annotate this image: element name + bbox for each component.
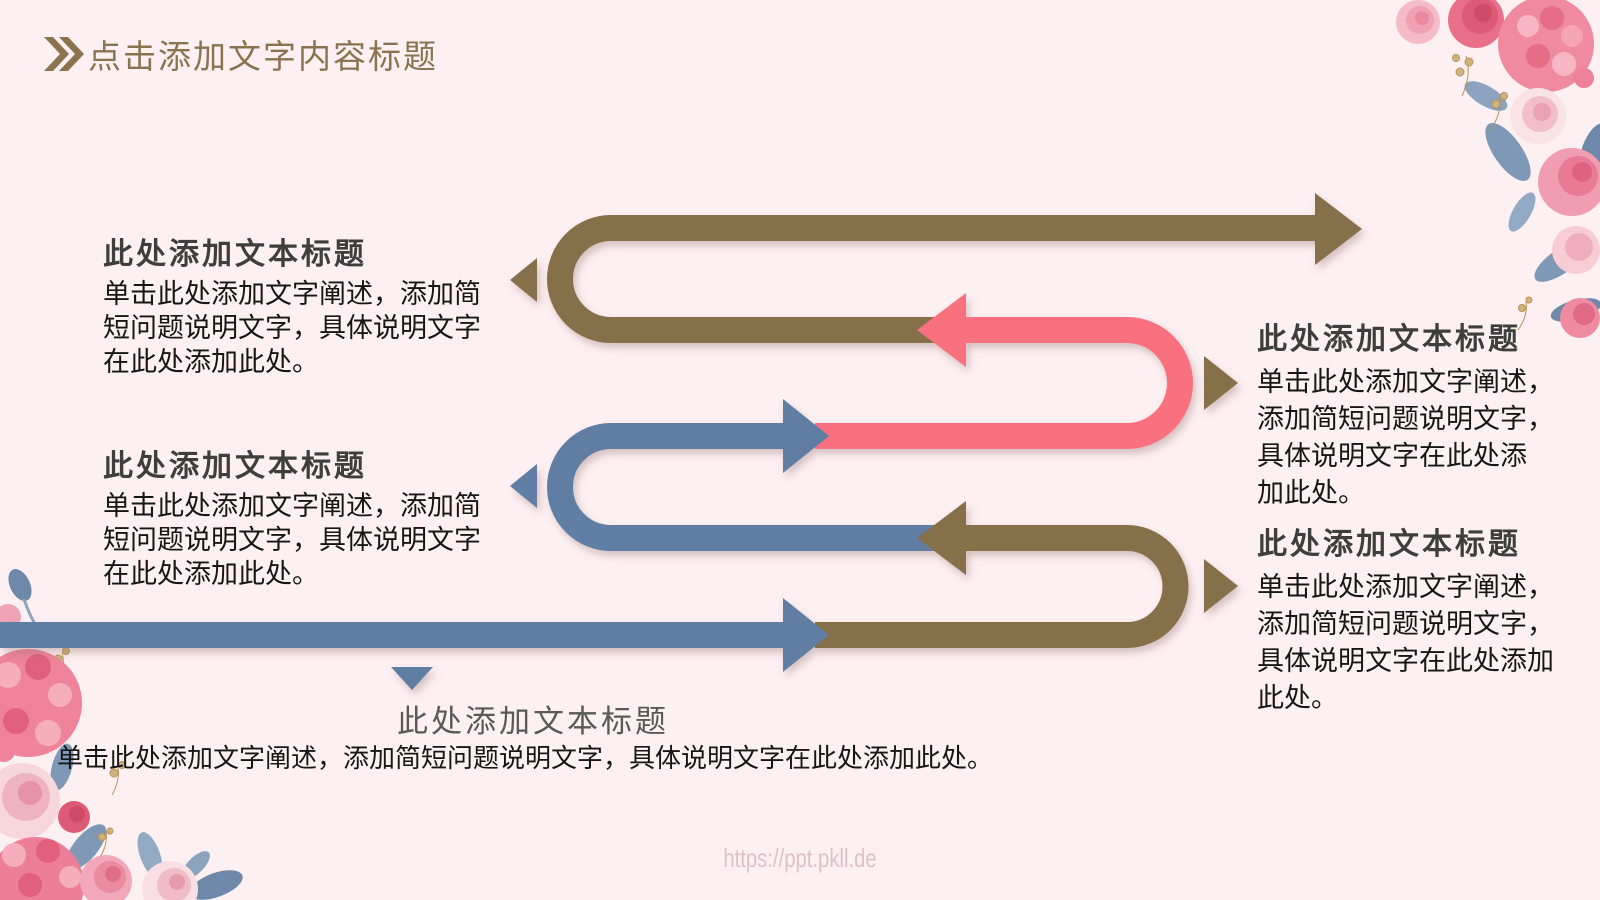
arrow-blue-u <box>547 423 967 551</box>
floral-blossoms <box>1396 0 1600 338</box>
text-block-left-1: 此处添加文本标题 单击此处添加文字阐述，添加简 短问题说明文字，具体说明文字 在… <box>103 229 481 379</box>
body-line: 具体说明文字在此处添加 <box>1257 646 1554 676</box>
floral-decoration-top-right <box>1396 0 1600 338</box>
text-block-right-2: 此处添加文本标题 单击此处添加文字阐述， 添加简短问题说明文字， 具体说明文字在… <box>1257 519 1554 717</box>
body-line: 单击此处添加文字阐述，添加简 <box>103 279 481 309</box>
pointer-olive-left-text1 <box>510 258 537 302</box>
body-line: 添加简短问题说明文字， <box>1257 609 1554 639</box>
body-line: 单击此处添加文字阐述，添加简 <box>103 491 481 521</box>
block-body: 单击此处添加文字阐述， 添加简短问题说明文字， 具体说明文字在此处添加 此处。 <box>1257 569 1554 717</box>
floral-blossoms <box>0 604 198 900</box>
text-block-right-1: 此处添加文本标题 单击此处添加文字阐述， 添加简短问题说明文字， 具体说明文字在… <box>1257 314 1554 512</box>
slide-title: 点击添加文字内容标题 <box>88 38 438 75</box>
arrowhead-pink-left <box>917 293 966 367</box>
block-heading: 此处添加文本标题 <box>103 450 367 483</box>
pointer-blue-down-bottom-text <box>391 667 433 690</box>
text-block-bottom-heading: 此处添加文本标题 <box>397 704 669 739</box>
text-block-bottom-body: 单击此处添加文字阐述，添加简短问题说明文字，具体说明文字在此处添加此处。 <box>57 743 994 773</box>
pointer-blue-left-text2 <box>510 464 537 508</box>
block-body: 单击此处添加文字阐述，添加简 短问题说明文字，具体说明文字 在此处添加此处。 <box>103 489 481 591</box>
body-line: 添加简短问题说明文字， <box>1257 404 1554 434</box>
body-line: 短问题说明文字，具体说明文字 <box>103 313 481 343</box>
double-chevron-icon <box>44 37 84 71</box>
watermark-url: https://ppt.pkll.de <box>723 843 877 873</box>
block-heading: 此处添加文本标题 <box>1257 528 1521 561</box>
body-line: 单击此处添加文字阐述， <box>1257 572 1554 602</box>
body-line: 此处。 <box>1257 683 1338 713</box>
body-line: 加此处。 <box>1257 478 1365 508</box>
block-heading: 此处添加文本标题 <box>103 238 367 271</box>
body-line: 在此处添加此处。 <box>103 559 319 589</box>
arrow-olive-top-u <box>547 215 1318 343</box>
arrow-pink-u <box>815 317 1193 449</box>
arrowhead-blue-right-mid <box>783 399 829 473</box>
pointer-olive-right-text2 <box>1204 559 1238 613</box>
slide-title-row: 点击添加文字内容标题 <box>44 30 438 78</box>
arrowhead-olive-left-mid <box>917 501 966 575</box>
body-line: 单击此处添加文字阐述， <box>1257 367 1554 397</box>
floral-gold-sprigs <box>1452 54 1533 331</box>
arrowhead-olive-big-right <box>1315 193 1362 265</box>
pointer-olive-right-text1 <box>1204 356 1238 410</box>
body-line: 短问题说明文字，具体说明文字 <box>103 525 481 555</box>
body-line: 具体说明文字在此处添 <box>1257 441 1527 471</box>
body-line: 在此处添加此处。 <box>103 347 319 377</box>
text-block-left-2: 此处添加文本标题 单击此处添加文字阐述，添加简 短问题说明文字，具体说明文字 在… <box>103 441 481 591</box>
arrow-olive-bottom-u <box>815 525 1189 648</box>
block-body: 单击此处添加文字阐述， 添加简短问题说明文字， 具体说明文字在此处添 加此处。 <box>1257 364 1554 512</box>
arrowhead-blue-right-bottom <box>783 598 829 672</box>
floral-decoration-bottom-left <box>0 569 243 900</box>
block-body: 单击此处添加文字阐述，添加简 短问题说明文字，具体说明文字 在此处添加此处。 <box>103 277 481 379</box>
block-heading: 此处添加文本标题 <box>1257 323 1521 356</box>
